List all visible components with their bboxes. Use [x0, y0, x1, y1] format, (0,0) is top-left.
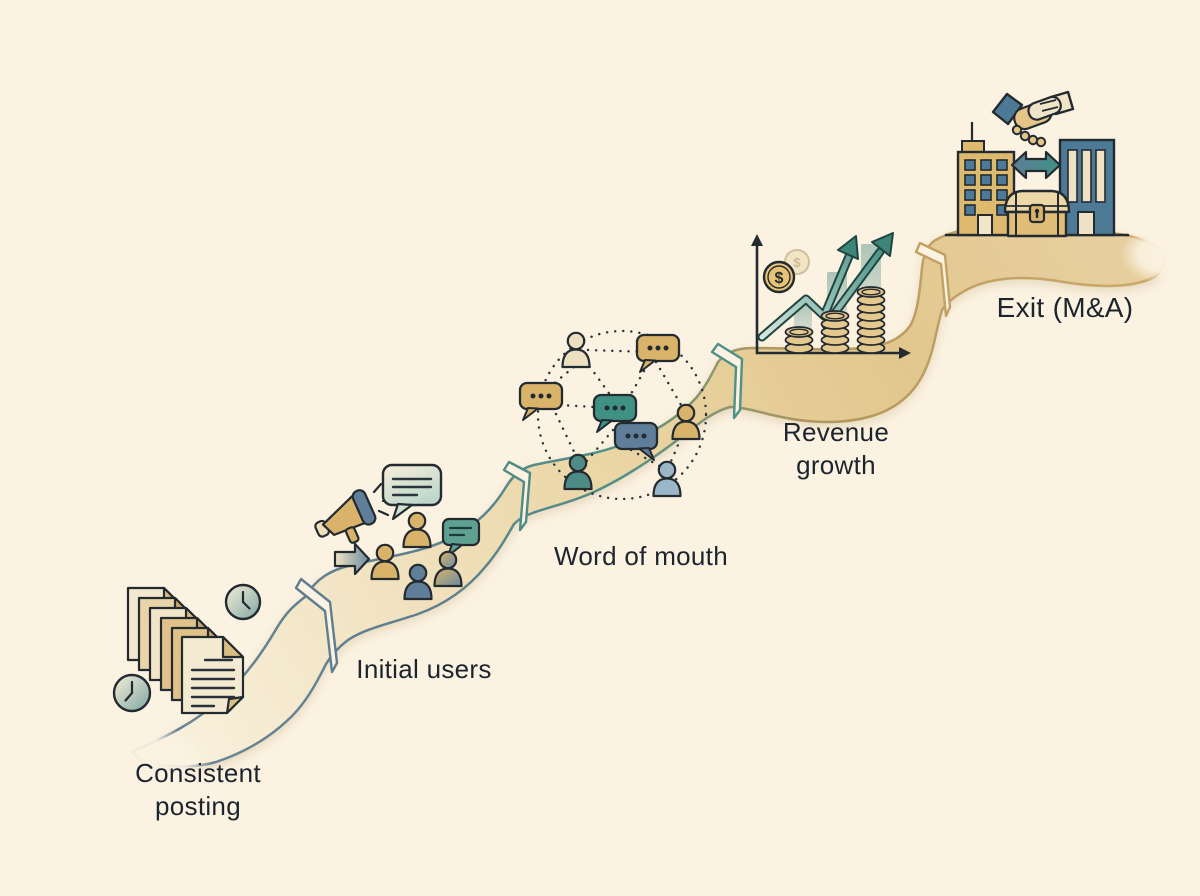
handshake-icon	[991, 90, 1075, 148]
block-arrow-icon	[333, 542, 371, 576]
dollar-coin-icon: $	[762, 260, 796, 294]
speech-bubble-icon	[381, 463, 443, 521]
chart-axes-icon	[751, 234, 911, 359]
coin-stack-icon	[820, 310, 850, 354]
label-initial-users: Initial users	[356, 653, 491, 686]
speech-bubble-teal-icon	[441, 517, 481, 557]
label-revenue-growth: Revenue growth	[783, 416, 889, 482]
svg-text:$: $	[793, 255, 801, 270]
label-exit-ma: Exit (M&A)	[997, 291, 1134, 324]
clock-icon	[224, 583, 262, 621]
path-break-chevron	[294, 577, 339, 674]
label-word-of-mouth: Word of mouth	[554, 540, 728, 573]
document-stack-icon	[126, 586, 245, 715]
label-line: Initial users	[356, 654, 492, 684]
stage-exit-ma-icons	[944, 90, 1130, 238]
label-line: Consistent	[135, 758, 261, 788]
building-blue-icon	[1058, 138, 1116, 237]
coin-stack-icon	[856, 286, 886, 354]
person-icon	[561, 331, 591, 369]
double-arrow-icon	[1010, 150, 1062, 180]
path-break-chevron	[710, 342, 744, 420]
path-break-chevron	[914, 241, 952, 318]
label-line: Exit (M&A)	[996, 292, 1134, 323]
label-line: Word of mouth	[554, 541, 728, 571]
building-gold-icon	[956, 122, 1016, 237]
label-line: Revenue	[782, 417, 890, 447]
clock-icon	[112, 673, 152, 713]
path-break-chevron	[502, 460, 532, 532]
svg-text:$: $	[775, 270, 784, 287]
stage-consistent-posting-icons	[112, 583, 262, 715]
label-line: growth	[796, 450, 876, 480]
path-fade-end	[1120, 224, 1200, 284]
growth-arrow-icon	[757, 235, 859, 342]
stage-word-of-mouth-icons	[518, 329, 708, 501]
coin-stack-icon	[784, 326, 814, 354]
megaphone-icon	[314, 482, 395, 544]
treasure-chest-icon	[1003, 189, 1071, 238]
person-icon	[433, 550, 463, 588]
person-icon	[402, 511, 432, 549]
speech-bubble-dots-icon	[635, 333, 681, 374]
label-consistent-posting: Consistent posting	[135, 757, 261, 823]
stage-initial-users-icons	[314, 463, 481, 601]
path-fade-start	[88, 726, 212, 798]
stage-revenue-growth-icons: $ $	[751, 232, 911, 359]
label-line: posting	[155, 791, 241, 821]
journey-path	[88, 224, 1200, 798]
